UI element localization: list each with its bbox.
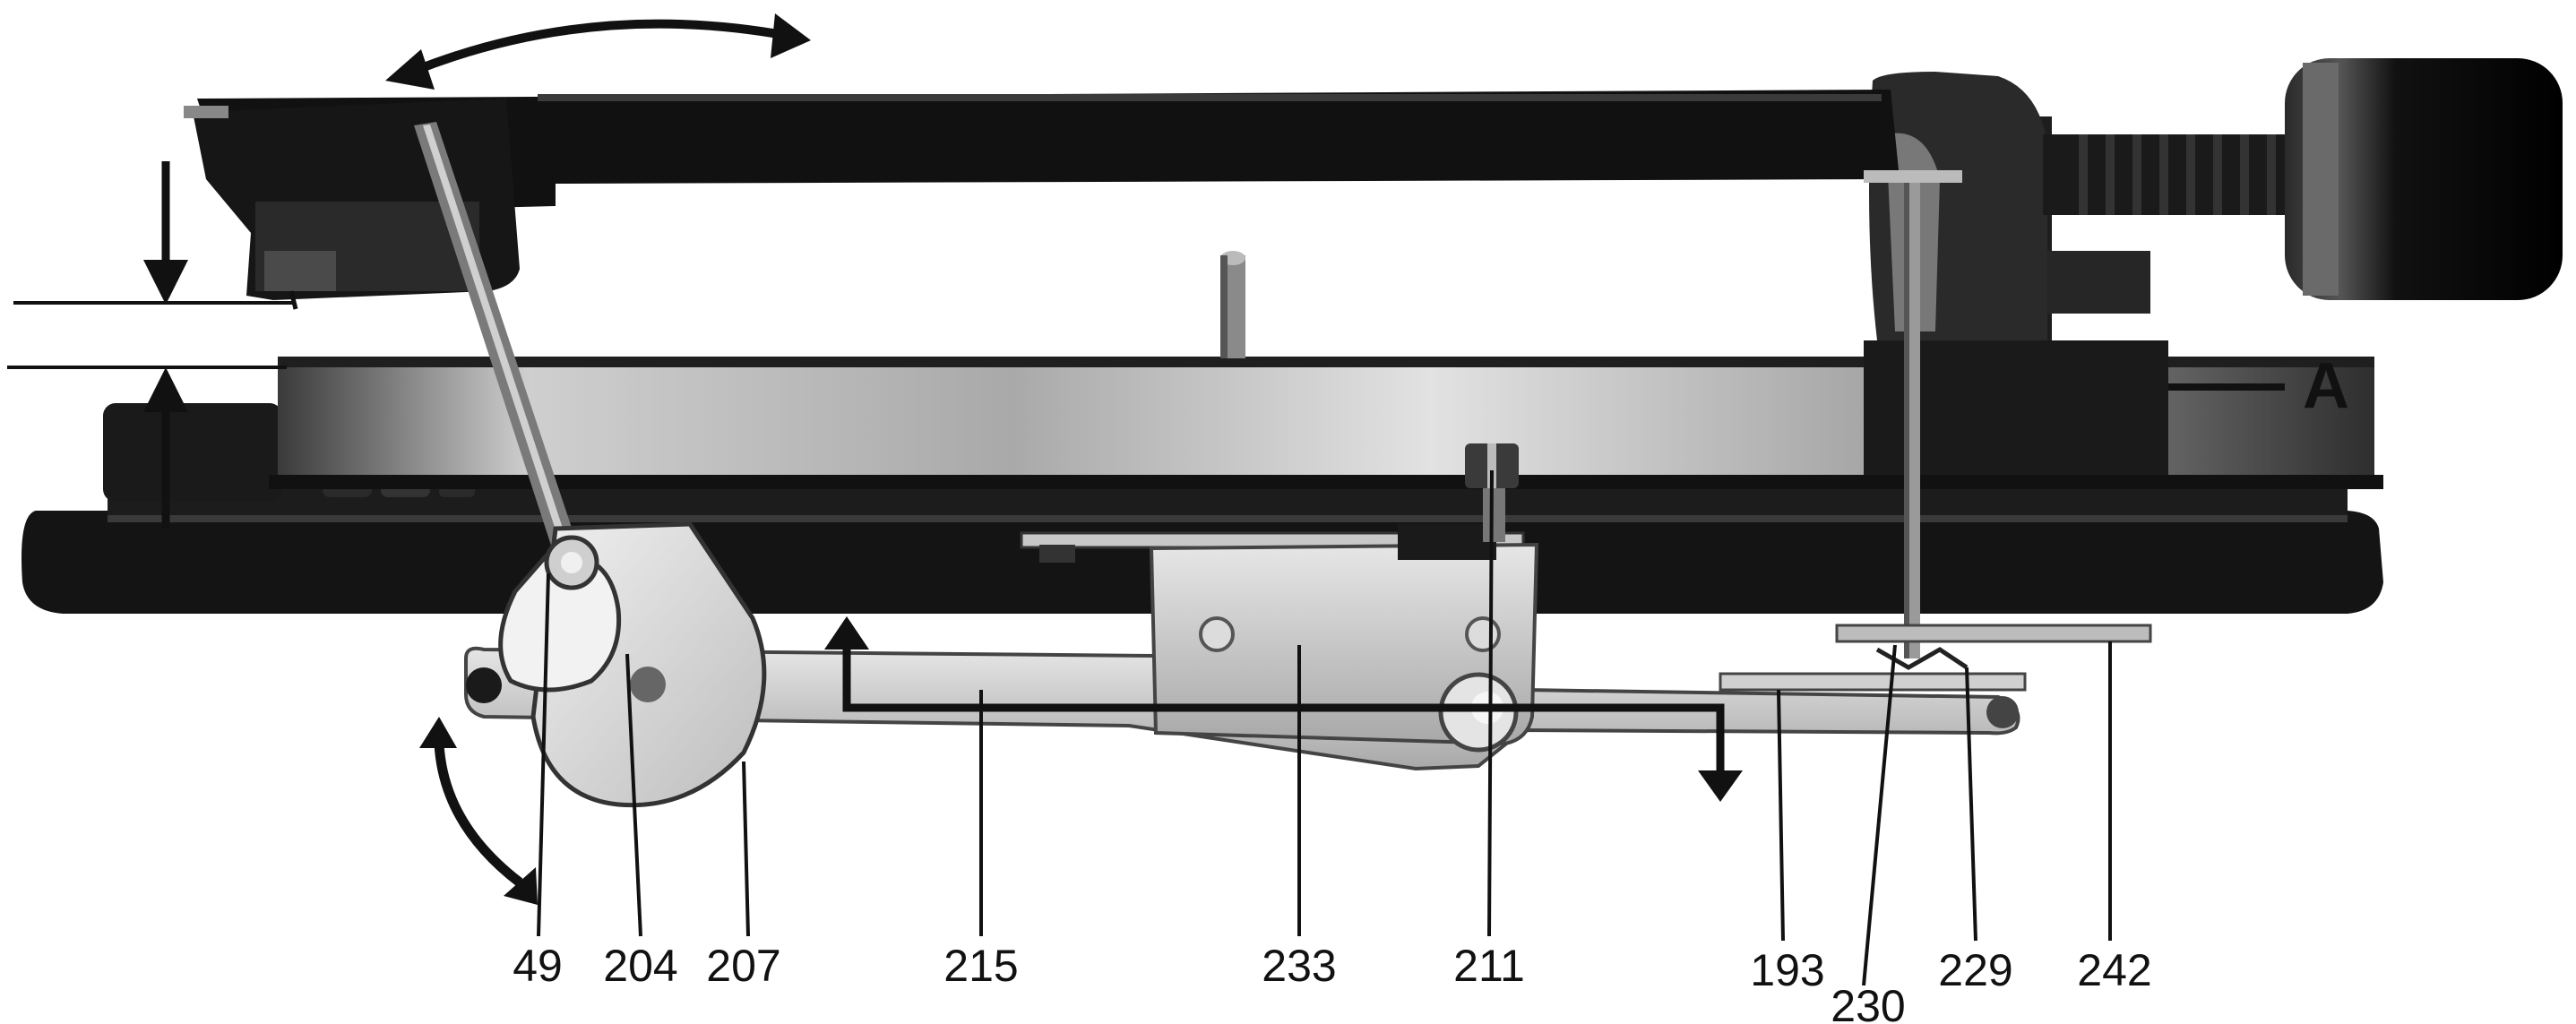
cam-204	[498, 552, 622, 693]
bracket-233	[1149, 542, 1539, 746]
arrow-swing-top	[385, 13, 811, 90]
cam-204-axle	[630, 667, 666, 702]
leader-230	[1862, 644, 1897, 986]
bracket-233-rivet	[1199, 616, 1235, 652]
arrow-cam-rotate	[419, 717, 538, 905]
plate-242	[1835, 624, 2152, 643]
platter-rim-top	[278, 357, 2374, 367]
marker-a: A	[2303, 350, 2349, 422]
screw-211-slot	[1487, 443, 1496, 488]
counterweight-thread	[2079, 134, 2276, 215]
callout-207: 207	[706, 941, 780, 991]
cartridge-face	[264, 251, 336, 291]
callout-229: 229	[1938, 945, 2012, 995]
rest-rod-shade	[1904, 175, 1909, 658]
arrow-up-height	[143, 367, 188, 529]
lever-215-end	[466, 667, 502, 703]
arrow-lever-path	[824, 616, 1743, 802]
bracket-clip-left	[1039, 545, 1075, 563]
finger-lift	[184, 106, 228, 118]
callout-204: 204	[603, 941, 677, 991]
control-block	[103, 403, 282, 502]
lever-215-end	[1986, 696, 2019, 728]
lift-rod-49-highlight	[423, 125, 573, 563]
callout-233: 233	[1262, 941, 1336, 991]
leader-lines	[537, 469, 2112, 986]
leader-49	[537, 572, 550, 937]
spindle-shade	[1220, 255, 1228, 358]
stylus	[289, 290, 298, 310]
arrow-down-height	[143, 161, 188, 305]
callout-193: 193	[1750, 945, 1824, 995]
rest-rod-cap	[1864, 170, 1962, 183]
callout-230: 230	[1831, 981, 1905, 1024]
callout-242: 242	[2077, 945, 2151, 995]
bracket-233-rivet	[1465, 616, 1501, 652]
leader-229	[1965, 667, 1977, 942]
plinth-highlight	[108, 515, 2348, 522]
counterweight-band	[2303, 63, 2339, 296]
tonearm-tube	[197, 90, 1900, 208]
spring-229	[1875, 647, 1969, 670]
leader-207	[742, 761, 750, 937]
callout-215: 215	[943, 941, 1018, 991]
tonearm-tube-highlight	[538, 94, 1882, 101]
callout-49: 49	[513, 941, 563, 991]
lift-rod-49-pivot-center	[561, 552, 582, 573]
counterweight	[2285, 58, 2563, 300]
plate-193	[1719, 672, 2027, 692]
callout-211: 211	[1453, 941, 1525, 991]
platter-rim-bottom	[269, 475, 2383, 489]
leader-204	[625, 653, 642, 937]
leader-211	[1487, 469, 1494, 937]
bracket-clip	[1398, 524, 1496, 560]
leader-193	[1777, 689, 1785, 942]
